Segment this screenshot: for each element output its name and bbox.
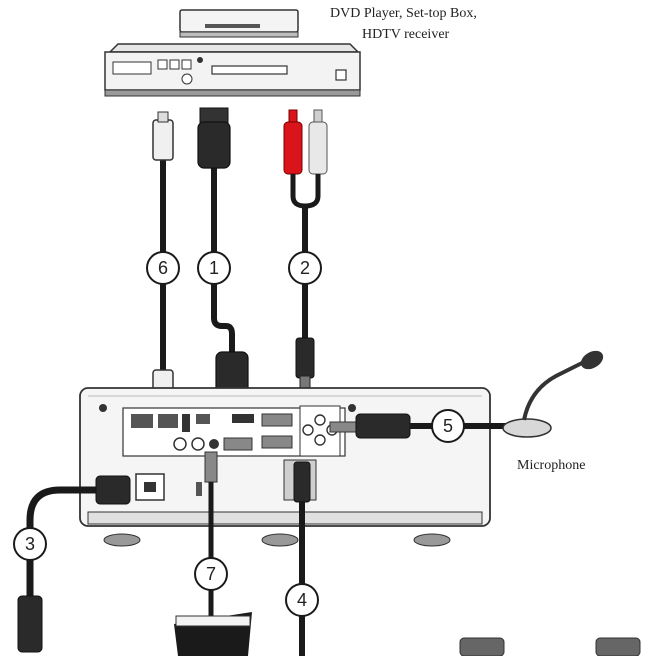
set-top-box-device	[180, 10, 298, 37]
badge-1: 1	[198, 252, 230, 284]
badge-5-number: 5	[443, 416, 453, 436]
badge-5: 5	[432, 410, 464, 442]
badge-4-number: 4	[297, 590, 307, 610]
badge-2: 2	[289, 252, 321, 284]
cable-4	[294, 462, 310, 656]
badge-6: 6	[147, 252, 179, 284]
source-device-label-line1: DVD Player, Set-top Box,	[330, 6, 477, 22]
partial-devices-bottom	[460, 638, 640, 656]
badge-3-number: 3	[25, 534, 35, 554]
badge-2-number: 2	[300, 258, 310, 278]
badge-1-number: 1	[209, 258, 219, 278]
badge-3: 3	[14, 528, 46, 560]
badge-4: 4	[286, 584, 318, 616]
badge-7-number: 7	[206, 564, 216, 584]
cable-3-power	[18, 476, 130, 652]
dvd-player-device	[105, 44, 360, 96]
microphone-label: Microphone	[517, 458, 585, 474]
badge-6-number: 6	[158, 258, 168, 278]
badge-7: 7	[195, 558, 227, 590]
source-device-label-line2: HDTV receiver	[362, 27, 449, 43]
projector-body	[80, 388, 490, 546]
microphone-device	[503, 347, 606, 437]
